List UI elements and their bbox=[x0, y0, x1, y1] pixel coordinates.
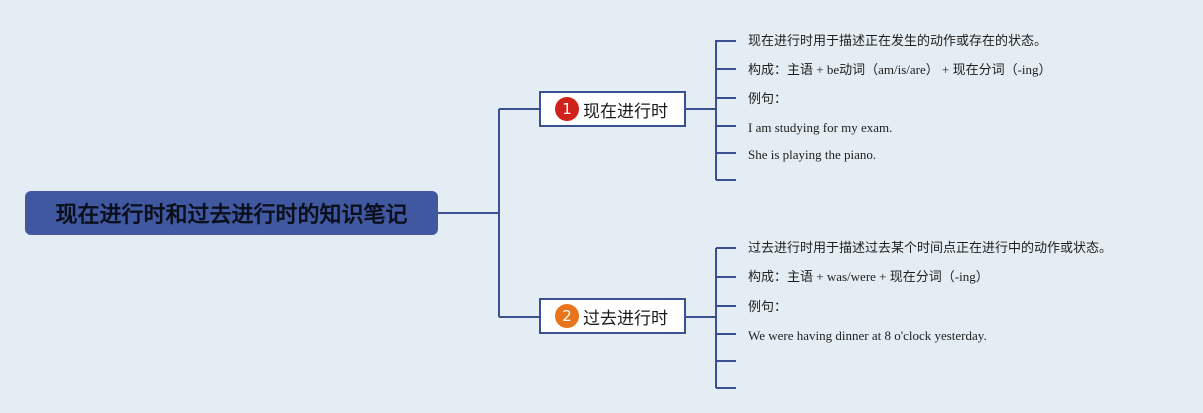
branch-title: 过去进行时 bbox=[583, 308, 668, 329]
branch-node-present-continuous[interactable]: 1 现在进行时 bbox=[539, 91, 686, 127]
root-node[interactable]: 现在进行时和过去进行时的知识笔记 bbox=[25, 191, 438, 235]
leaf-node[interactable]: 构成：主语 + be动词（am/is/are） + 现在分词（-ing） bbox=[748, 62, 1052, 77]
leaf-node[interactable]: 例句： bbox=[748, 91, 788, 106]
root-title: 现在进行时和过去进行时的知识笔记 bbox=[55, 203, 408, 228]
number-badge-1: 1 bbox=[555, 97, 579, 121]
leaf-node[interactable]: I am studying for my exam. bbox=[748, 120, 893, 135]
leaf-node[interactable]: 过去进行时用于描述过去某个时间点正在进行中的动作或状态。 bbox=[748, 240, 1113, 255]
leaf-node[interactable]: 现在进行时用于描述正在发生的动作或存在的状态。 bbox=[748, 33, 1048, 48]
leaf-node[interactable]: 构成：主语 + was/were + 现在分词（-ing） bbox=[748, 269, 989, 284]
leaf-node[interactable]: She is playing the piano. bbox=[748, 147, 877, 162]
branch-node-past-continuous[interactable]: 2 过去进行时 bbox=[539, 298, 686, 334]
branch-title: 现在进行时 bbox=[583, 101, 668, 122]
leaf-node[interactable]: We were having dinner at 8 o'clock yeste… bbox=[748, 328, 987, 343]
leaf-node[interactable]: 例句： bbox=[748, 299, 788, 314]
number-badge-2: 2 bbox=[555, 304, 579, 328]
